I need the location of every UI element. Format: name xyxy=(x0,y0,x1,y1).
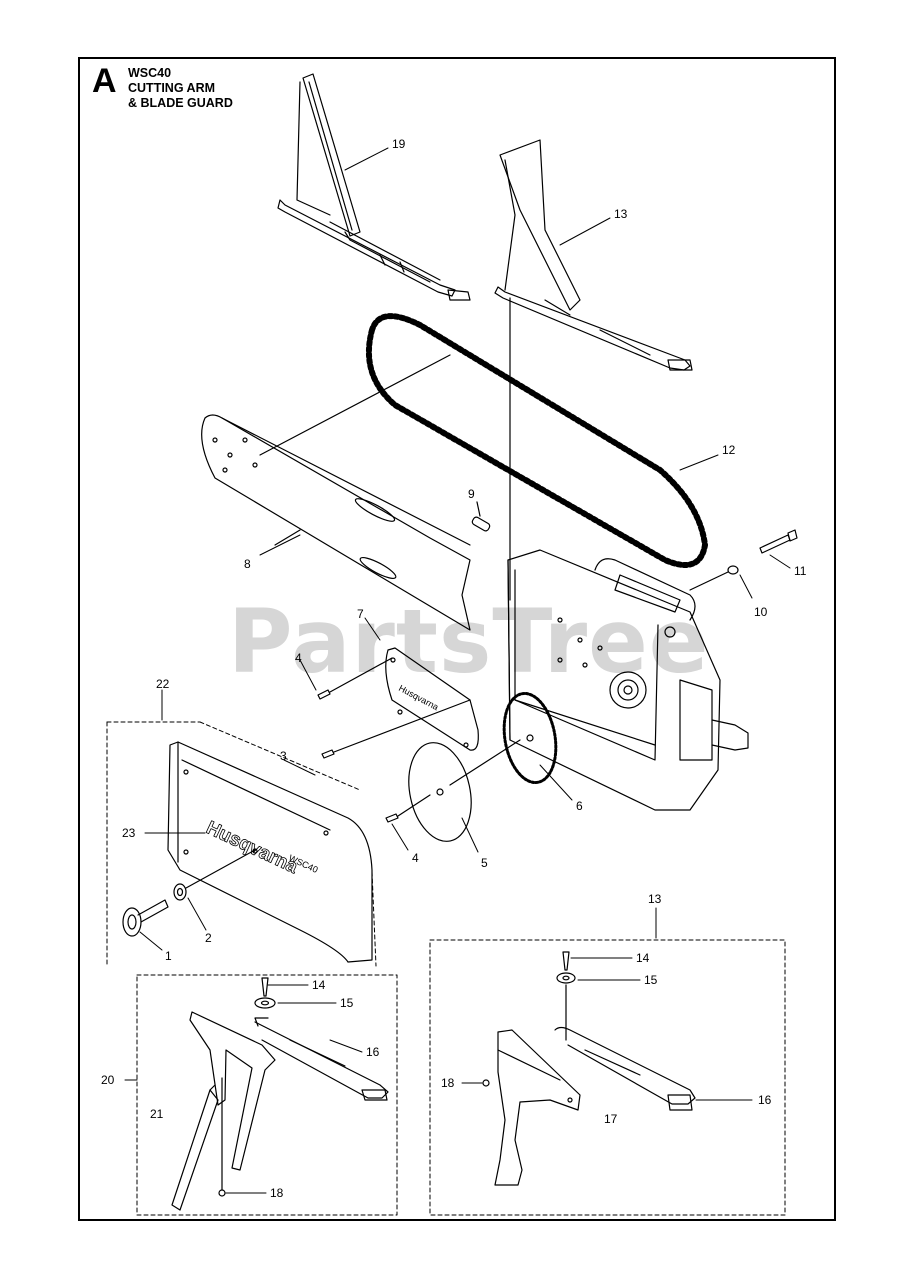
part-9-slot-piece xyxy=(471,501,491,532)
part-13-group-box xyxy=(429,939,786,1216)
callout-13-top: 13 xyxy=(614,207,628,221)
callout-15-left: 15 xyxy=(340,996,354,1010)
callout-23: 23 xyxy=(122,826,136,840)
part-11-bolt xyxy=(759,529,798,554)
callout-18-left: 18 xyxy=(270,1186,284,1200)
callout-2: 2 xyxy=(205,931,212,945)
callout-1: 1 xyxy=(165,949,172,963)
callout-13-group: 13 xyxy=(648,892,662,906)
callout-17: 17 xyxy=(604,1112,618,1126)
part-8-bar xyxy=(201,354,471,631)
callout-16-right: 16 xyxy=(758,1093,772,1107)
part-5-disc xyxy=(408,742,472,842)
section-title-line-3: & BLADE GUARD xyxy=(128,95,233,110)
callout-10: 10 xyxy=(754,605,768,619)
part-6-saw-blade xyxy=(502,691,558,785)
part-3-blade-cover: Husqvarna WSC40 xyxy=(167,741,373,963)
callout-7: 7 xyxy=(357,607,364,621)
part-4-screws xyxy=(317,657,521,823)
part-22-group-box xyxy=(106,721,377,967)
diagram-border xyxy=(78,57,836,1221)
section-letter: A xyxy=(92,62,117,100)
part-14-15-left xyxy=(254,977,276,1009)
callout-14-right: 14 xyxy=(636,951,650,965)
section-title: WSC40 CUTTING ARM & BLADE GUARD xyxy=(128,66,233,110)
part-19-guard-stand xyxy=(277,73,471,301)
part-10-washer xyxy=(689,565,739,591)
callout-21: 21 xyxy=(150,1107,164,1121)
callout-leaders xyxy=(124,147,791,1194)
callout-4-upper: 4 xyxy=(295,651,302,665)
callout-5: 5 xyxy=(481,856,488,870)
part-13-guard-stand xyxy=(494,139,693,601)
callout-18-right: 18 xyxy=(441,1076,455,1090)
part-21-guard-leg xyxy=(171,1011,389,1211)
part-17-guard-leg xyxy=(482,1026,696,1186)
callout-15-right: 15 xyxy=(644,973,658,987)
main-housing xyxy=(507,549,749,811)
callout-3: 3 xyxy=(280,749,287,763)
part-14-15-right xyxy=(556,951,576,1041)
part-18-left-nut xyxy=(218,1189,226,1197)
callout-12: 12 xyxy=(722,443,736,457)
section-title-line-2: CUTTING ARM xyxy=(128,80,216,95)
callout-14-left: 14 xyxy=(312,978,326,992)
callout-9: 9 xyxy=(468,487,475,501)
cover-logo-text: Husqvarna xyxy=(203,817,301,878)
callout-22: 22 xyxy=(156,677,170,691)
callout-20: 20 xyxy=(101,1073,115,1087)
part-1-knob xyxy=(122,899,169,937)
callout-8: 8 xyxy=(244,557,251,571)
callout-6: 6 xyxy=(576,799,583,813)
part-7-cover-plate: Husqvarna xyxy=(385,647,479,751)
callout-16-left: 16 xyxy=(366,1045,380,1059)
callout-11: 11 xyxy=(794,564,807,578)
section-title-line-1: WSC40 xyxy=(128,66,172,80)
part-20-group-box xyxy=(136,974,398,1216)
part-12-chain xyxy=(366,313,708,568)
callout-4-lower: 4 xyxy=(412,851,419,865)
callout-19: 19 xyxy=(392,137,406,151)
part-2-washer xyxy=(173,849,256,901)
